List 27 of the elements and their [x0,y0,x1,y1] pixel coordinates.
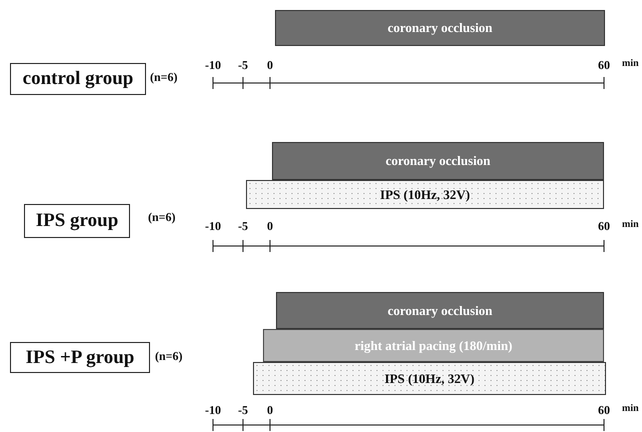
group-label-box: control group [10,63,146,95]
tick-label: -5 [238,58,248,73]
unit-label: min [622,219,639,230]
tick-label: 0 [267,403,273,418]
tick-label: 60 [598,219,610,234]
occlusion-bar: coronary occlusion [275,10,605,46]
unit-label: min [622,58,639,69]
tick-label: 0 [267,58,273,73]
unit-label: min [622,403,639,414]
tick-label: 60 [598,403,610,418]
tick-label: -5 [238,219,248,234]
tick-label: -5 [238,403,248,418]
tick-label: 60 [598,58,610,73]
group-label-box: IPS +P group [10,342,150,373]
group-label-box: IPS group [24,204,130,238]
stimulation-bar: IPS (10Hz, 32V) [253,362,606,395]
tick-label: 0 [267,219,273,234]
tick-label: -10 [205,219,221,234]
pacing-bar: right atrial pacing (180/min) [263,329,604,362]
sample-size-label: (n=6) [150,70,178,85]
sample-size-label: (n=6) [155,349,183,364]
tick-label: -10 [205,403,221,418]
tick-label: -10 [205,58,221,73]
stimulation-bar: IPS (10Hz, 32V) [246,180,604,209]
occlusion-bar: coronary occlusion [276,292,604,329]
sample-size-label: (n=6) [148,210,176,225]
occlusion-bar: coronary occlusion [272,142,604,180]
